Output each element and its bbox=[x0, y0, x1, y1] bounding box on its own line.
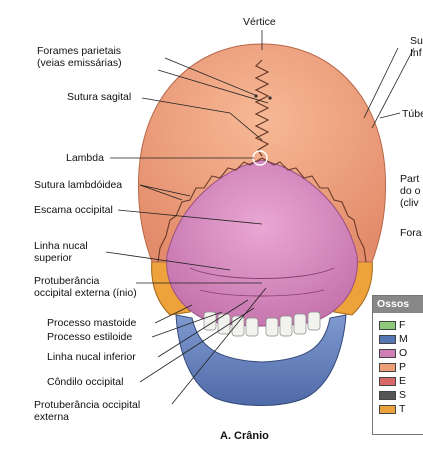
legend-swatch bbox=[379, 363, 396, 372]
legend-label: P bbox=[399, 361, 407, 373]
legend-item: M bbox=[379, 333, 423, 345]
label-sutura-sagital: Sutura sagital bbox=[67, 91, 132, 103]
legend-swatch bbox=[379, 349, 396, 358]
legend-item: P bbox=[379, 361, 423, 373]
label-right-tube: Túbe bbox=[402, 108, 423, 120]
label-right-su: Su bbox=[410, 35, 423, 47]
label-sutura-lambdoidea: Sutura lambdóidea bbox=[34, 179, 123, 191]
occipital-squama bbox=[166, 159, 358, 327]
label-vertice: Vértice bbox=[243, 16, 276, 28]
label-right-fora: Fora bbox=[400, 227, 422, 239]
legend-item: T bbox=[379, 403, 423, 415]
label-condilo-occipital: Côndilo occipital bbox=[47, 376, 124, 388]
label-processo-mastoide: Processo mastoide bbox=[47, 317, 137, 329]
legend-swatch bbox=[379, 377, 396, 386]
legend-swatch bbox=[379, 391, 396, 400]
mandible-shape bbox=[175, 314, 347, 406]
legend-item: F bbox=[379, 319, 423, 331]
label-externa: externa bbox=[34, 411, 70, 423]
legend-label: T bbox=[399, 403, 406, 415]
legend-item: O bbox=[379, 347, 423, 359]
label-protuberancia-occipital: Protuberância occipital bbox=[34, 399, 141, 411]
label-protuberancia: Protuberância bbox=[34, 275, 100, 287]
label-superior: superior bbox=[34, 252, 72, 264]
label-forames-parietais: Forames parietais bbox=[37, 45, 122, 57]
legend-title: Ossos bbox=[373, 296, 423, 313]
legend-swatch bbox=[379, 405, 396, 414]
leader-lines bbox=[105, 30, 415, 405]
label-escama-occipital: Escama occipital bbox=[34, 204, 113, 216]
label-right-inf: Inf bbox=[410, 47, 422, 59]
legend-item: E bbox=[379, 375, 423, 387]
lambdoid-suture bbox=[157, 157, 263, 263]
label-processo-estiloide: Processo estiloide bbox=[47, 331, 133, 343]
legend-label: F bbox=[399, 319, 406, 331]
label-right-doo: do o bbox=[400, 185, 421, 197]
label-linha-nucal: Linha nucal bbox=[34, 240, 88, 252]
legend-swatch bbox=[379, 335, 396, 344]
legend-swatch bbox=[379, 321, 396, 330]
legend-label: M bbox=[399, 333, 408, 345]
figure-caption: A. Crânio bbox=[220, 430, 269, 442]
label-linha-nucal-inferior: Linha nucal inferior bbox=[47, 351, 136, 363]
label-right-part: Part bbox=[400, 173, 420, 185]
label-right-cliv: (cliv bbox=[400, 197, 419, 209]
legend-label: S bbox=[399, 389, 407, 401]
legend-item: S bbox=[379, 389, 423, 401]
legend-label: O bbox=[399, 347, 408, 359]
legend-label: E bbox=[399, 375, 407, 387]
sagittal-suture bbox=[254, 59, 270, 157]
label-occipital-externa-inio: occipital externa (ínio) bbox=[34, 287, 137, 299]
label-veias-emissarias: (veias emissárias) bbox=[37, 57, 122, 69]
label-lambda: Lambda bbox=[66, 152, 104, 164]
